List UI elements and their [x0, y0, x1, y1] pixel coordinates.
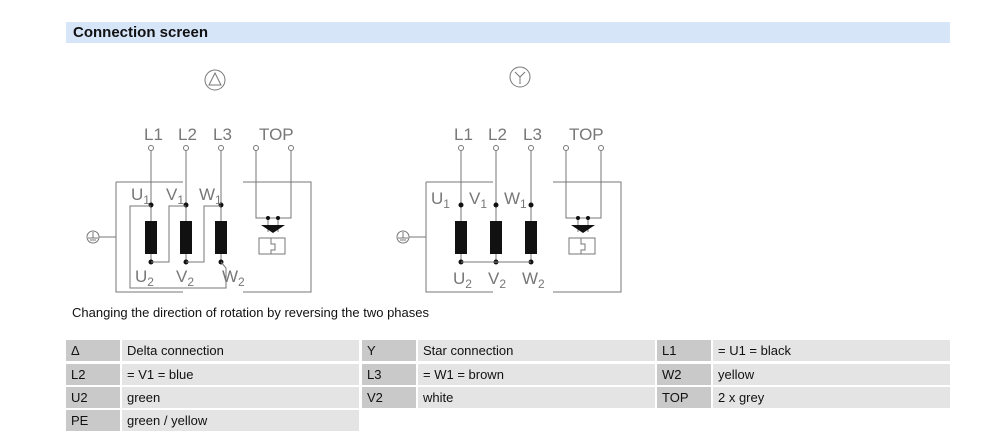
legend-key: PE: [66, 410, 120, 431]
label-top: TOP: [259, 125, 294, 144]
svg-text:TOP: TOP: [569, 125, 604, 144]
legend-key: W2: [657, 364, 711, 385]
section-header: Connection screen: [66, 22, 950, 43]
svg-text:V2: V2: [176, 267, 194, 289]
caption: Changing the direction of rotation by re…: [72, 305, 429, 320]
legend-key: U2: [66, 387, 120, 408]
svg-text:L1: L1: [454, 125, 473, 144]
legend-value: green: [122, 387, 359, 408]
svg-text:U2: U2: [135, 267, 154, 289]
legend-value: Star connection: [418, 340, 655, 361]
wiring-diagrams: L1 L2 L3 TOP U1 V1 W1 U2 V2 W2 L1 L2 L3 …: [86, 66, 622, 293]
svg-text:U1: U1: [431, 189, 450, 211]
svg-text:U2: U2: [453, 269, 472, 291]
svg-text:V1: V1: [166, 185, 184, 207]
legend-key: L1: [657, 340, 711, 361]
legend-value: green / yellow: [122, 410, 359, 431]
svg-text:W1: W1: [504, 189, 527, 211]
legend-key: L2: [66, 364, 120, 385]
legend-value: = W1 = brown: [418, 364, 655, 385]
svg-text:L2: L2: [488, 125, 507, 144]
legend-value: = V1 = blue: [122, 364, 359, 385]
legend-value: Delta connection: [122, 340, 359, 361]
legend-value: white: [418, 387, 655, 408]
legend-key: L3: [362, 364, 416, 385]
legend-key: TOP: [657, 387, 711, 408]
star-symbol-icon: [509, 66, 531, 88]
delta-diagram: L1 L2 L3 TOP U1 V1 W1 U2 V2 W2: [86, 69, 312, 293]
legend-key: Δ: [66, 340, 120, 361]
legend-value: yellow: [713, 364, 950, 385]
svg-text:V2: V2: [488, 269, 506, 291]
delta-symbol-icon: [204, 69, 226, 91]
svg-text:W2: W2: [522, 269, 545, 291]
legend-value: = U1 = black: [713, 340, 950, 361]
svg-text:L3: L3: [523, 125, 542, 144]
svg-text:U1: U1: [131, 185, 150, 207]
legend-key: Y: [362, 340, 416, 361]
label-l1: L1: [144, 125, 163, 144]
svg-text:W1: W1: [199, 185, 222, 207]
label-l2: L2: [178, 125, 197, 144]
legend-key: V2: [362, 387, 416, 408]
svg-text:W2: W2: [222, 267, 245, 289]
legend-value: 2 x grey: [713, 387, 950, 408]
star-diagram: L1 L2 L3 TOP U1 V1 W1 U2 V2 W2: [396, 66, 622, 293]
svg-text:V1: V1: [469, 189, 487, 211]
label-l3: L3: [213, 125, 232, 144]
